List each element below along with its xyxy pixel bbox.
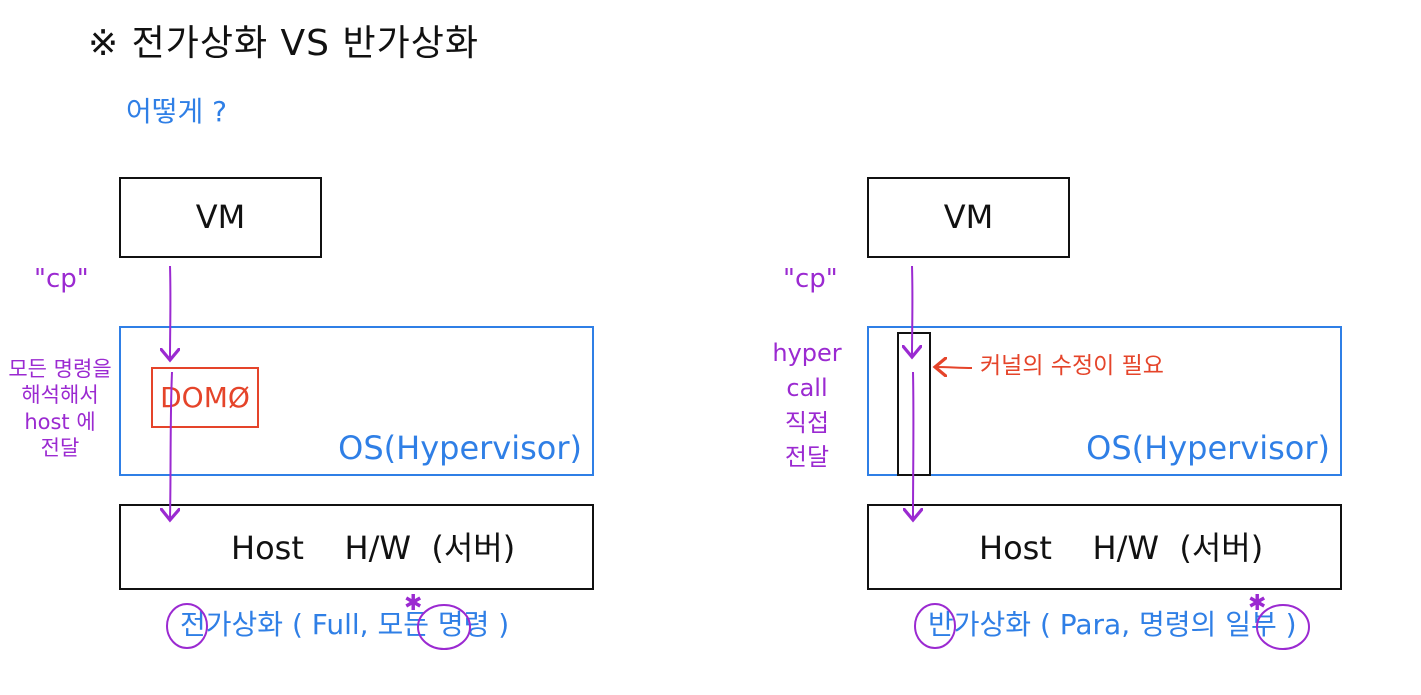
para-cmd-label: "cp" bbox=[783, 264, 838, 294]
full-host-label: Host H/W (서버) bbox=[231, 529, 516, 567]
full-side-note: 모든 명령을 해석해서 host 에 전달 bbox=[8, 357, 112, 460]
para-host-label: Host H/W (서버) bbox=[979, 529, 1264, 567]
full-hypervisor-box: OS(Hypervisor) bbox=[119, 326, 594, 476]
para-caption-circle-2 bbox=[1256, 604, 1310, 650]
para-caption-circle-1 bbox=[914, 603, 956, 649]
full-star-icon: ✱ bbox=[404, 591, 422, 616]
para-caption: 반가상화 ( Para, 명령의 일부 ) bbox=[928, 608, 1297, 641]
para-hypervisor-box: OS(Hypervisor) bbox=[867, 326, 1342, 476]
full-caption: 전가상화 ( Full, 모든 명령 ) bbox=[180, 608, 510, 641]
full-vm-label: VM bbox=[195, 198, 246, 236]
full-cmd-label: "cp" bbox=[34, 264, 89, 294]
para-star-icon: ✱ bbox=[1248, 591, 1266, 616]
para-vm-label: VM bbox=[943, 198, 994, 236]
dom0-label: DOMØ bbox=[160, 381, 250, 414]
para-side-note: hyper call 직접 전달 bbox=[772, 339, 842, 472]
full-caption-circle-1 bbox=[166, 603, 208, 649]
para-host-box: Host H/W (서버) bbox=[867, 504, 1342, 590]
full-os-label: OS(Hypervisor) bbox=[338, 429, 582, 467]
para-os-label: OS(Hypervisor) bbox=[1086, 429, 1330, 467]
kernel-note: 커널의 수정이 필요 bbox=[980, 353, 1164, 379]
full-vm-box: VM bbox=[119, 177, 322, 258]
question-note: 어떻게 ? bbox=[126, 95, 228, 128]
full-host-box: Host H/W (서버) bbox=[119, 504, 594, 590]
para-vm-box: VM bbox=[867, 177, 1070, 258]
full-arrow-dom0-to-host bbox=[170, 371, 172, 518]
kernel-note-arrow bbox=[937, 367, 973, 368]
full-caption-circle-2 bbox=[417, 604, 471, 650]
page-title: ※ 전가상화 VS 반가상화 bbox=[88, 23, 479, 64]
dom0-box: DOMØ bbox=[151, 367, 259, 428]
